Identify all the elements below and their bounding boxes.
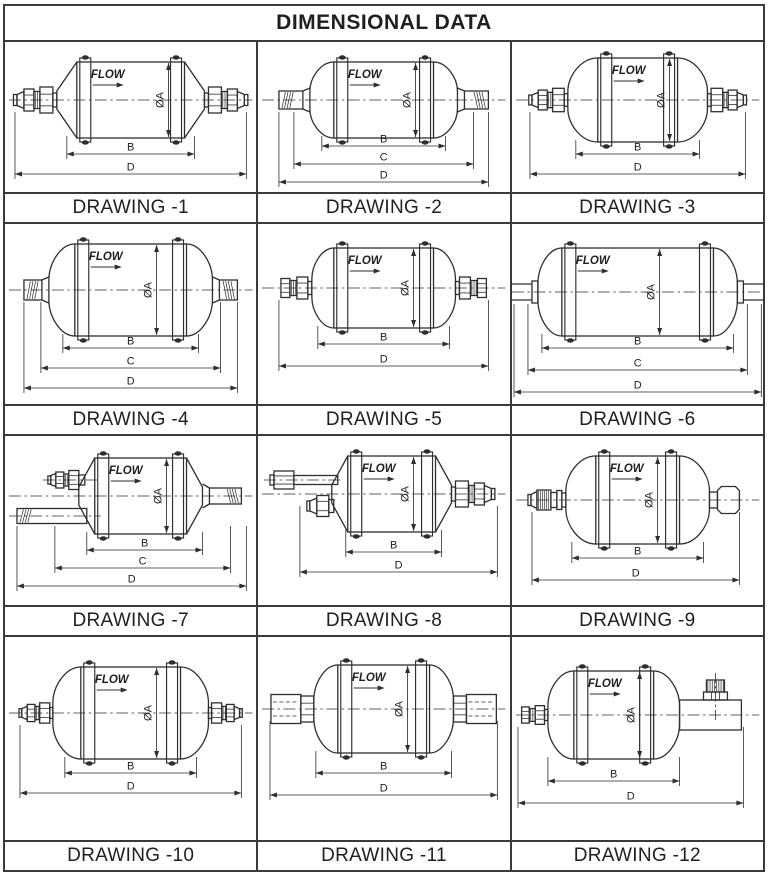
- drawing-caption-6: DRAWING -6: [511, 406, 763, 434]
- filter-drier-diagram-10: FLOW ØA BD: [8, 660, 253, 798]
- svg-text:FLOW: FLOW: [609, 463, 644, 475]
- svg-text:D: D: [127, 375, 135, 387]
- svg-text:B: B: [380, 331, 387, 343]
- svg-text:B: B: [634, 545, 641, 557]
- svg-text:C: C: [127, 355, 135, 367]
- svg-text:FLOW: FLOW: [95, 674, 130, 686]
- svg-text:B: B: [610, 768, 617, 780]
- svg-text:B: B: [127, 141, 134, 153]
- filter-drier-diagram-9: FLOW ØA BD: [515, 449, 759, 585]
- svg-text:FLOW: FLOW: [348, 255, 383, 267]
- filter-drier-diagram-5: FLOW ØA BD: [262, 241, 506, 371]
- filter-drier-diagram-12: FLOW ØA BD: [515, 664, 759, 808]
- svg-text:FLOW: FLOW: [89, 251, 124, 263]
- svg-text:D: D: [626, 790, 634, 802]
- svg-text:C: C: [139, 555, 147, 567]
- svg-text:C: C: [380, 151, 388, 163]
- svg-text:ØA: ØA: [394, 700, 406, 717]
- svg-text:ØA: ØA: [400, 485, 412, 502]
- svg-text:ØA: ØA: [402, 91, 414, 108]
- svg-text:FLOW: FLOW: [352, 672, 387, 684]
- svg-text:B: B: [127, 335, 134, 347]
- svg-text:ØA: ØA: [643, 491, 655, 508]
- drawing-caption-1: DRAWING -1: [5, 194, 257, 222]
- svg-text:ØA: ØA: [143, 281, 155, 298]
- svg-text:ØA: ØA: [625, 706, 637, 723]
- drawing-caption-9: DRAWING -9: [511, 607, 763, 635]
- svg-text:B: B: [380, 760, 387, 772]
- svg-text:ØA: ØA: [153, 487, 165, 504]
- filter-drier-diagram-7: FLOW ØA BCD: [8, 451, 253, 591]
- svg-text:FLOW: FLOW: [91, 69, 126, 81]
- drawing-caption-12: DRAWING -12: [511, 842, 763, 870]
- svg-text:FLOW: FLOW: [109, 465, 144, 477]
- svg-text:ØA: ØA: [655, 91, 667, 108]
- svg-text:D: D: [380, 169, 388, 181]
- svg-text:D: D: [631, 567, 639, 579]
- svg-text:B: B: [380, 133, 387, 145]
- svg-text:B: B: [127, 760, 134, 772]
- svg-text:D: D: [127, 161, 135, 173]
- page-title: DIMENSIONAL DATA: [5, 6, 763, 40]
- drawing-caption-7: DRAWING -7: [5, 607, 257, 635]
- filter-drier-diagram-11: FLOW ØA BD: [262, 658, 506, 800]
- svg-text:FLOW: FLOW: [576, 255, 611, 267]
- svg-text:D: D: [380, 782, 388, 794]
- svg-text:B: B: [634, 141, 641, 153]
- drawing-caption-10: DRAWING -10: [5, 842, 257, 870]
- svg-text:ØA: ØA: [645, 283, 657, 300]
- svg-text:FLOW: FLOW: [362, 463, 397, 475]
- svg-text:ØA: ØA: [143, 704, 155, 721]
- svg-text:D: D: [127, 780, 135, 792]
- svg-text:D: D: [633, 379, 641, 391]
- svg-text:ØA: ØA: [400, 279, 412, 296]
- drawing-caption-11: DRAWING -11: [258, 842, 510, 870]
- svg-text:FLOW: FLOW: [348, 69, 383, 81]
- filter-drier-diagram-6: FLOW ØA BCD: [511, 241, 763, 397]
- svg-text:B: B: [390, 539, 397, 551]
- filter-drier-diagram-2: FLOW ØA BCD: [262, 55, 506, 187]
- svg-text:D: D: [380, 353, 388, 365]
- drawing-caption-4: DRAWING -4: [5, 406, 257, 434]
- drawing-caption-3: DRAWING -3: [511, 194, 763, 222]
- filter-drier-diagram-3: FLOW ØA BD: [515, 51, 759, 179]
- svg-text:C: C: [633, 357, 641, 369]
- svg-text:D: D: [128, 573, 136, 585]
- drawing-caption-8: DRAWING -8: [258, 607, 510, 635]
- filter-drier-diagram-4: FLOW ØA BCD: [8, 237, 253, 393]
- drawing-caption-5: DRAWING -5: [258, 406, 510, 434]
- svg-text:ØA: ØA: [155, 91, 167, 108]
- svg-text:FLOW: FLOW: [588, 678, 623, 690]
- svg-text:B: B: [141, 537, 148, 549]
- svg-text:FLOW: FLOW: [611, 65, 646, 77]
- drawing-caption-2: DRAWING -2: [258, 194, 510, 222]
- svg-text:B: B: [634, 335, 641, 347]
- svg-text:D: D: [395, 559, 403, 571]
- filter-drier-diagram-1: FLOW ØA BD: [8, 55, 253, 179]
- svg-text:D: D: [633, 161, 641, 173]
